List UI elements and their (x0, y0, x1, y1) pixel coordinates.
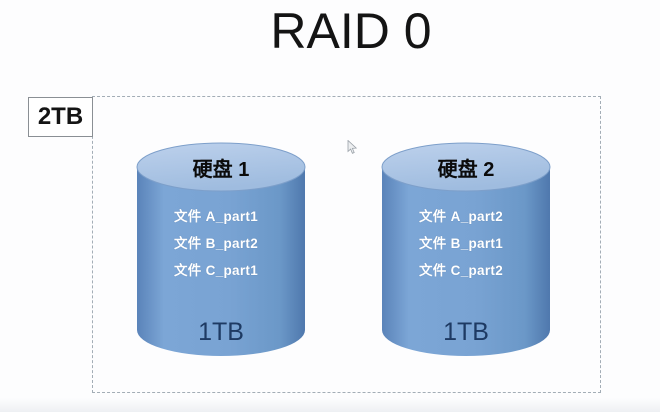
disk-1: 硬盘 1 文件 A_part1 文件 B_part2 文件 C_part1 1T… (136, 142, 306, 358)
disk-2: 硬盘 2 文件 A_part2 文件 B_part1 文件 C_part2 1T… (381, 142, 551, 358)
total-capacity-label: 2TB (37, 103, 84, 130)
disk-capacity-label: 1TB (443, 318, 489, 346)
disk-cylinder-icon (136, 142, 306, 356)
disk-name: 硬盘 1 (192, 159, 250, 181)
disk-name: 硬盘 2 (437, 159, 495, 181)
disk-file-entry: 文件 B_part1 (419, 236, 504, 251)
page-title: RAID 0 (270, 3, 432, 59)
disk-cylinder-icon (381, 142, 551, 356)
raid-array-boundary (92, 96, 601, 393)
disk-capacity-label: 1TB (198, 318, 244, 346)
disk-file-entry: 文件 C_part1 (174, 263, 259, 278)
bottom-strip (0, 398, 660, 412)
disk-file-list: 文件 A_part2 文件 B_part1 文件 C_part2 (419, 203, 503, 284)
disk-file-entry: 文件 A_part1 (174, 209, 259, 224)
disk-file-entry: 文件 A_part2 (419, 209, 504, 224)
total-capacity-box: 2TB (28, 97, 93, 137)
disk-file-list: 文件 A_part1 文件 B_part2 文件 C_part1 (174, 203, 258, 284)
disk-file-entry: 文件 C_part2 (419, 263, 504, 278)
disk-file-entry: 文件 B_part2 (174, 236, 259, 251)
mouse-pointer-icon (347, 140, 358, 154)
